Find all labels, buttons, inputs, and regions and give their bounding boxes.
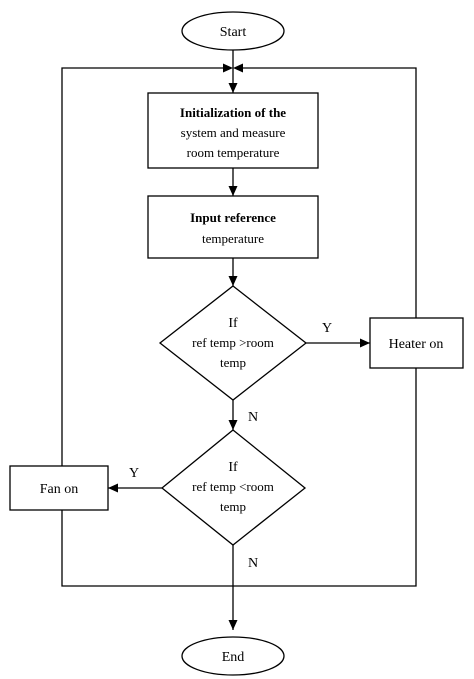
init-label-line3: room temperature [187, 145, 280, 160]
edge-loop-left [61, 67, 233, 587]
arrowhead-decision2 [228, 420, 238, 430]
init-label-line1: Initialization of the [180, 105, 286, 120]
end-node: End [181, 636, 285, 676]
input-label-line2: temperature [202, 231, 264, 246]
heater-label: Heater on [389, 337, 444, 352]
end-label: End [222, 650, 245, 665]
fan-node: Fan on [9, 465, 109, 511]
decision1-label-line1: If [228, 316, 238, 331]
arrowhead-loop-left [223, 63, 233, 73]
arrowhead-init [228, 83, 238, 93]
input-node: Input reference temperature [147, 195, 319, 259]
arrowhead-fan [108, 483, 118, 493]
arrowhead-input [228, 186, 238, 196]
decision1-label-line3: temp [220, 355, 246, 370]
edge-loop-right [241, 67, 417, 318]
edge-heater-return [233, 368, 417, 587]
decision2-label-line3: temp [220, 499, 246, 514]
decision1-label-line2: ref temp >room [192, 335, 274, 350]
decision2-label-line2: ref temp <room [192, 479, 274, 494]
start-node: Start [181, 11, 285, 51]
decision2-node: If ref temp <room temp [160, 429, 307, 546]
decision2-label-line1: If [228, 460, 238, 475]
start-label: Start [220, 25, 247, 40]
fan-label: Fan on [40, 482, 79, 497]
decision1-node: If ref temp >room temp [158, 285, 308, 401]
decision2-no-label: N [248, 556, 258, 571]
decision2-yes-label: Y [129, 466, 139, 481]
arrowhead-decision1 [228, 276, 238, 286]
decision1-no-label: N [248, 410, 258, 425]
input-label-line1: Input reference [190, 210, 276, 225]
decision1-yes-label: Y [322, 321, 332, 336]
arrowhead-loop-right [233, 63, 243, 73]
arrowheads [108, 63, 370, 630]
arrowhead-end [228, 620, 238, 630]
init-label-line2: system and measure [181, 125, 286, 140]
edge-labels: Y N Y N [129, 321, 332, 571]
heater-node: Heater on [369, 317, 464, 369]
init-node: Initialization of the system and measure… [147, 92, 319, 169]
connectors [61, 49, 417, 630]
arrowhead-heater [360, 338, 370, 348]
